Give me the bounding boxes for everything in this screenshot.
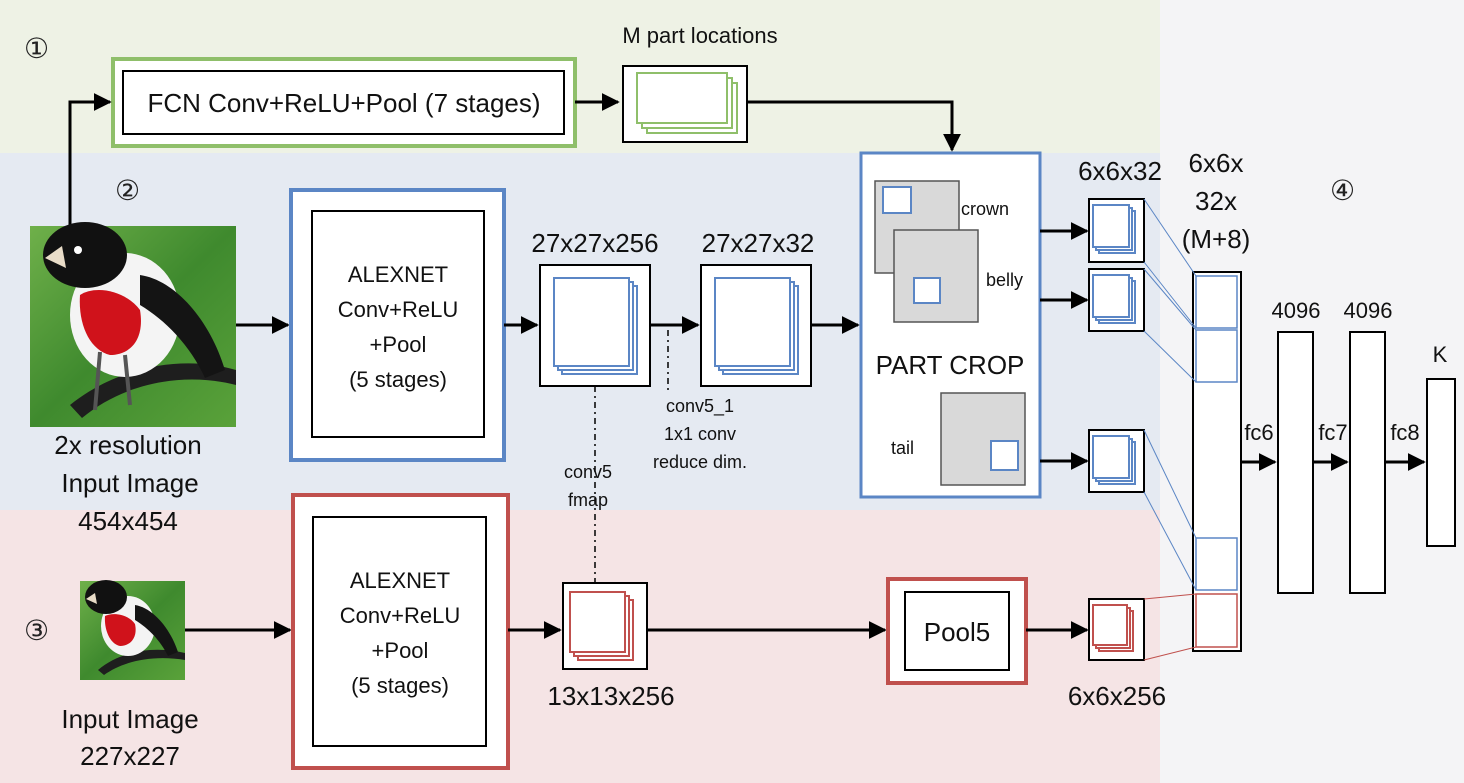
- marker-4: ④: [1330, 174, 1355, 207]
- part-crop-label: PART CROP: [876, 350, 1025, 380]
- fcn-box-inner: [122, 70, 565, 135]
- input-small-label-1: Input Image: [61, 704, 198, 734]
- input-large-label-1: 2x resolution: [54, 430, 201, 460]
- fmap-small-layer-front: [569, 591, 626, 653]
- fc6-size: 4096: [1272, 298, 1321, 323]
- concat-slot-1: [1195, 275, 1238, 329]
- input-image-small: [80, 580, 185, 680]
- fmap1-size: 27x27x256: [531, 228, 658, 258]
- conv5-line-1: conv5: [564, 462, 612, 482]
- part2-layer-front: [1092, 274, 1130, 318]
- crop-crown-box: [882, 186, 912, 214]
- concat-size-line-2: 32x: [1195, 186, 1237, 216]
- concat-connectors: [1143, 198, 1197, 661]
- fmap1-layer-front: [553, 277, 630, 367]
- alexnet-small-line-1: ALEXNET: [350, 568, 450, 593]
- crop-tail-label: tail: [891, 438, 914, 458]
- alexnet-small-line-3: +Pool: [372, 638, 429, 663]
- alexnet-large-line-1: ALEXNET: [348, 262, 448, 287]
- fmap-small-size: 13x13x256: [547, 681, 674, 711]
- input-image-large: [30, 222, 236, 427]
- part-locations-label: M part locations: [622, 23, 777, 48]
- marker-3: ③: [24, 614, 49, 647]
- conv5-1-line-2: 1x1 conv: [664, 424, 736, 444]
- input-small-label-2: 227x227: [80, 741, 180, 771]
- fc6-label: fc6: [1244, 420, 1273, 445]
- alexnet-large-line-2: Conv+ReLU: [338, 297, 458, 322]
- arrow-input-to-fcn: [68, 93, 112, 225]
- fc6-vector: [1277, 331, 1314, 594]
- crop-tail-region: [940, 392, 1026, 486]
- crop-belly-label: belly: [986, 270, 1023, 290]
- part-map-front: [636, 72, 728, 124]
- alexnet-large-line-3: +Pool: [370, 332, 427, 357]
- output-size: K: [1433, 342, 1448, 367]
- concat-slot-3: [1195, 537, 1238, 591]
- crop-belly-region: [893, 229, 979, 323]
- pooled-layer-front: [1092, 604, 1128, 646]
- fmap2-size: 27x27x32: [702, 228, 815, 258]
- part3-layer-front: [1092, 435, 1130, 479]
- marker-1: ①: [24, 32, 49, 65]
- pooled-size: 6x6x256: [1068, 681, 1166, 711]
- input-large-label-2: Input Image: [61, 468, 198, 498]
- fc7-label: fc7: [1318, 420, 1347, 445]
- arrow-parts-to-crop: [747, 100, 961, 152]
- part1-layer-front: [1092, 204, 1130, 248]
- alexnet-large-line-4: (5 stages): [349, 367, 447, 392]
- fmap2-layer-front: [714, 277, 791, 367]
- output-vector: [1426, 378, 1456, 547]
- fcn-label: FCN Conv+ReLU+Pool (7 stages): [147, 88, 540, 118]
- crop-crown-label: crown: [961, 199, 1009, 219]
- crop-tail-box: [990, 440, 1019, 471]
- concat-size-line-1: 6x6x: [1189, 148, 1244, 178]
- alexnet-small-inner: [312, 516, 487, 747]
- concat-slot-4: [1195, 593, 1238, 648]
- pool5-inner: [904, 591, 1010, 671]
- fc7-size: 4096: [1344, 298, 1393, 323]
- input-large-label-3: 454x454: [78, 506, 178, 536]
- conv5-line-2: fmap: [568, 490, 608, 510]
- fc8-label: fc8: [1390, 420, 1419, 445]
- alexnet-small-line-4: (5 stages): [351, 673, 449, 698]
- alexnet-small-line-2: Conv+ReLU: [340, 603, 460, 628]
- alexnet-large-inner: [311, 210, 485, 438]
- concat-size-line-3: (M+8): [1182, 224, 1251, 254]
- conv5-1-line-3: reduce dim.: [653, 452, 747, 472]
- fc7-vector: [1349, 331, 1386, 594]
- pool5-label: Pool5: [924, 617, 991, 647]
- concat-slot-2: [1195, 329, 1238, 383]
- crop-belly-box: [913, 277, 941, 304]
- conv5-1-line-1: conv5_1: [666, 396, 734, 417]
- marker-2: ②: [115, 174, 140, 207]
- part-feature-size: 6x6x32: [1078, 156, 1162, 186]
